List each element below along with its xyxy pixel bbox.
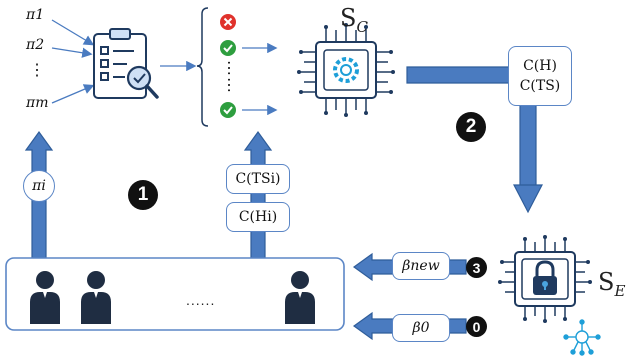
pass-icon	[220, 102, 236, 118]
results-bracket	[196, 7, 209, 127]
client-feedback-arrow	[243, 130, 273, 259]
circuit-node-icon	[563, 319, 601, 356]
pass-icon	[220, 40, 236, 56]
server-e-label: SE	[598, 268, 626, 300]
server-e-lock-chip-icon	[498, 235, 592, 323]
policy-label-2: π2	[26, 37, 45, 53]
step-badge-3: 3	[466, 257, 487, 278]
policy-label-1: π1	[26, 7, 45, 23]
policy-label-m: πm	[26, 95, 49, 111]
policy-arrows	[51, 19, 95, 104]
result-arrows	[242, 42, 278, 116]
policy-ellipsis: ⋮	[29, 60, 45, 79]
clients-ellipsis: ......	[186, 292, 216, 308]
user-avatar-icons	[30, 271, 315, 324]
step-badge-1: 1	[128, 180, 158, 210]
server-c-to-server-e-arrow	[406, 66, 543, 214]
step-badge-2: 2	[456, 112, 486, 142]
clipboard-evaluation-icon	[93, 28, 159, 99]
policy-input-circle: πi	[23, 170, 55, 202]
server-feedback-ts: C(TS)	[519, 78, 561, 94]
beta-new-box: βnew	[392, 252, 450, 280]
server-feedback-box: C(H) C(TS)	[508, 46, 572, 106]
step-badge-0: 0	[466, 316, 487, 337]
beta-0-box: β0	[392, 314, 450, 342]
client-feedback-ts-box: C(TSi)	[226, 164, 290, 194]
server-c-label: SC	[340, 4, 368, 36]
results-ellipsis: ⋯⋯	[220, 60, 237, 94]
fail-icon	[220, 14, 236, 30]
server-c-chip-icon	[297, 23, 395, 117]
server-feedback-h: C(H)	[523, 58, 557, 74]
client-feedback-h-box: C(Hi)	[226, 202, 290, 232]
